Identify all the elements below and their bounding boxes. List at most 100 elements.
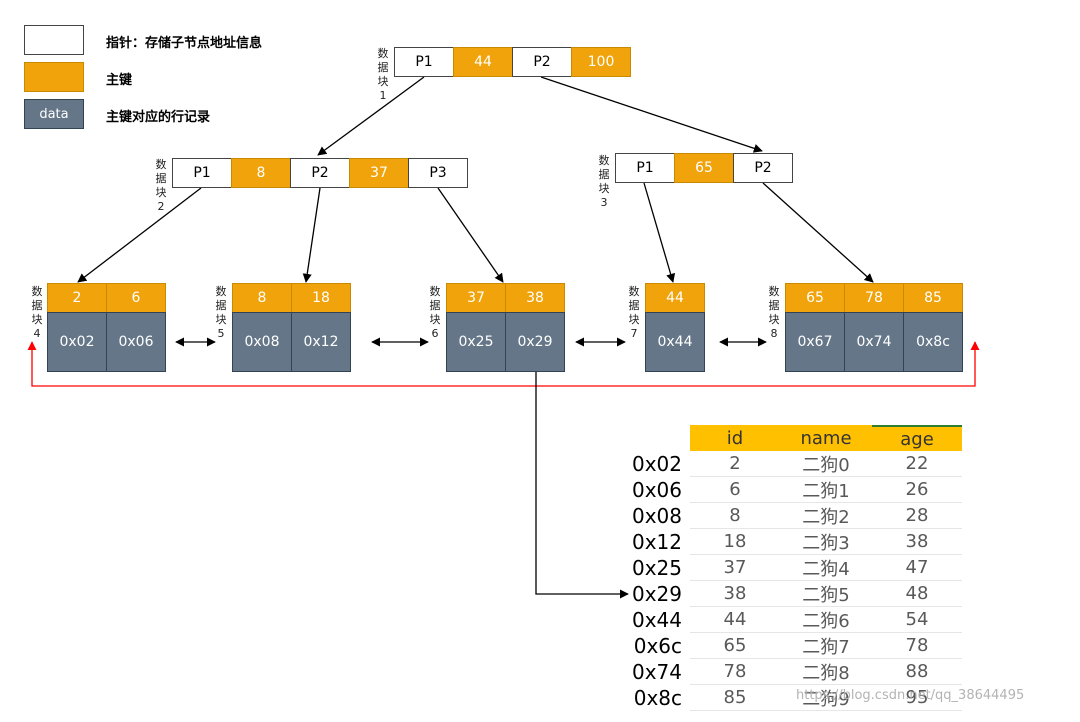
legend-key-swatch — [24, 62, 84, 92]
legend-pointer-swatch — [24, 25, 84, 55]
legend-data-swatch: data — [24, 99, 84, 129]
table-cell-id: 85 — [690, 685, 780, 711]
table-cell-age: 22 — [872, 451, 962, 477]
edge-l-p3 — [437, 187, 504, 283]
table-cell-name: 二狗6 — [780, 607, 872, 633]
table-cell-id: 2 — [690, 451, 780, 477]
row-address: 0x02 — [631, 452, 682, 476]
edge-root-p2 — [540, 76, 763, 153]
table-cell-age: 88 — [872, 659, 962, 685]
table-cell-name: 二狗2 — [780, 503, 872, 529]
table-cell-id: 6 — [690, 477, 780, 503]
edge-r-p1 — [643, 182, 676, 283]
table-cell-age: 48 — [872, 581, 962, 607]
table-cell-name: 二狗4 — [780, 555, 872, 581]
row-address: 0x12 — [631, 530, 682, 554]
table-cell-id: 78 — [690, 659, 780, 685]
table-cell-age: 26 — [872, 477, 962, 503]
right-node-p2: P2 — [733, 153, 793, 183]
leaf-5-key-3: 85 — [903, 283, 963, 313]
row-address: 0x8c — [633, 686, 682, 710]
leaf-5-key-1: 65 — [785, 283, 845, 313]
table-cell-age: 28 — [872, 503, 962, 529]
edge-l-p2 — [302, 187, 321, 283]
left-node-p1: P1 — [172, 158, 232, 188]
watermark: https://blog.csdn.net/qq_38644495 — [796, 688, 1025, 703]
table-header-id: id — [690, 425, 780, 451]
table-cell-age: 78 — [872, 633, 962, 659]
legend-pointer-text: 指针：存储子节点地址信息 — [106, 36, 263, 51]
edge-r-p2 — [762, 182, 874, 283]
table-header-age: age — [872, 425, 962, 451]
left-node-key-1: 8 — [231, 158, 291, 188]
leaf-1-key-1: 2 — [47, 283, 107, 313]
legend-key-text: 主键 — [106, 73, 133, 88]
leaf-3-data-1: 0x25 — [446, 312, 506, 372]
leaf-5-data-3: 0x8c — [903, 312, 963, 372]
leaf-1-data-1: 0x02 — [47, 312, 107, 372]
table-cell-name: 二狗0 — [780, 451, 872, 477]
row-address: 0x06 — [631, 478, 682, 502]
table-header-name: name — [780, 425, 872, 451]
leaf-4-key-1: 44 — [645, 283, 705, 313]
root-key-2: 100 — [571, 47, 631, 77]
leaf-2-data-1: 0x08 — [232, 312, 292, 372]
table-cell-id: 44 — [690, 607, 780, 633]
table-cell-id: 38 — [690, 581, 780, 607]
edge-root-p1 — [317, 76, 425, 156]
leaf-3-data-2: 0x29 — [505, 312, 565, 372]
circular-link — [27, 341, 980, 387]
leaf-5-data-2: 0x74 — [844, 312, 904, 372]
table-cell-id: 8 — [690, 503, 780, 529]
table-cell-name: 二狗5 — [780, 581, 872, 607]
right-node-p1: P1 — [615, 153, 675, 183]
table-cell-id: 37 — [690, 555, 780, 581]
left-node-key-2: 37 — [349, 158, 409, 188]
table-cell-age: 38 — [872, 529, 962, 555]
table-cell-age: 47 — [872, 555, 962, 581]
left-node-p3: P3 — [408, 158, 468, 188]
table-cell-name: 二狗3 — [780, 529, 872, 555]
leaf-3-key-2: 38 — [505, 283, 565, 313]
row-address: 0x74 — [631, 660, 682, 684]
table-cell-name: 二狗1 — [780, 477, 872, 503]
row-address: 0x29 — [631, 582, 682, 606]
row-address: 0x44 — [631, 608, 682, 632]
right-node-key-1: 65 — [674, 153, 734, 183]
leaf-1-key-2: 6 — [106, 283, 166, 313]
root-p2: P2 — [512, 47, 572, 77]
legend-data-text: 主键对应的行记录 — [106, 110, 211, 125]
leaf-2-data-2: 0x12 — [291, 312, 351, 372]
leaf-4-data-1: 0x44 — [645, 312, 705, 372]
leaf-5-data-1: 0x67 — [785, 312, 845, 372]
root-key-1: 44 — [453, 47, 513, 77]
root-p1: P1 — [394, 47, 454, 77]
record-pointer — [535, 372, 629, 599]
leaf-1-data-2: 0x06 — [106, 312, 166, 372]
row-address: 0x08 — [631, 504, 682, 528]
table-cell-name: 二狗8 — [780, 659, 872, 685]
leaf-2-key-2: 18 — [291, 283, 351, 313]
left-node-p2: P2 — [290, 158, 350, 188]
row-address: 0x25 — [631, 556, 682, 580]
leaf-5-key-2: 78 — [844, 283, 904, 313]
leaf-3-key-1: 37 — [446, 283, 506, 313]
row-address: 0x6c — [633, 634, 682, 658]
edge-l-p1 — [77, 187, 202, 283]
table-cell-id: 18 — [690, 529, 780, 555]
leaf-2-key-1: 8 — [232, 283, 292, 313]
table-cell-id: 65 — [690, 633, 780, 659]
table-cell-age: 54 — [872, 607, 962, 633]
table-cell-name: 二狗7 — [780, 633, 872, 659]
table-cell-name: 二狗9 — [780, 685, 872, 711]
table-cell-age: 95 — [872, 685, 962, 711]
